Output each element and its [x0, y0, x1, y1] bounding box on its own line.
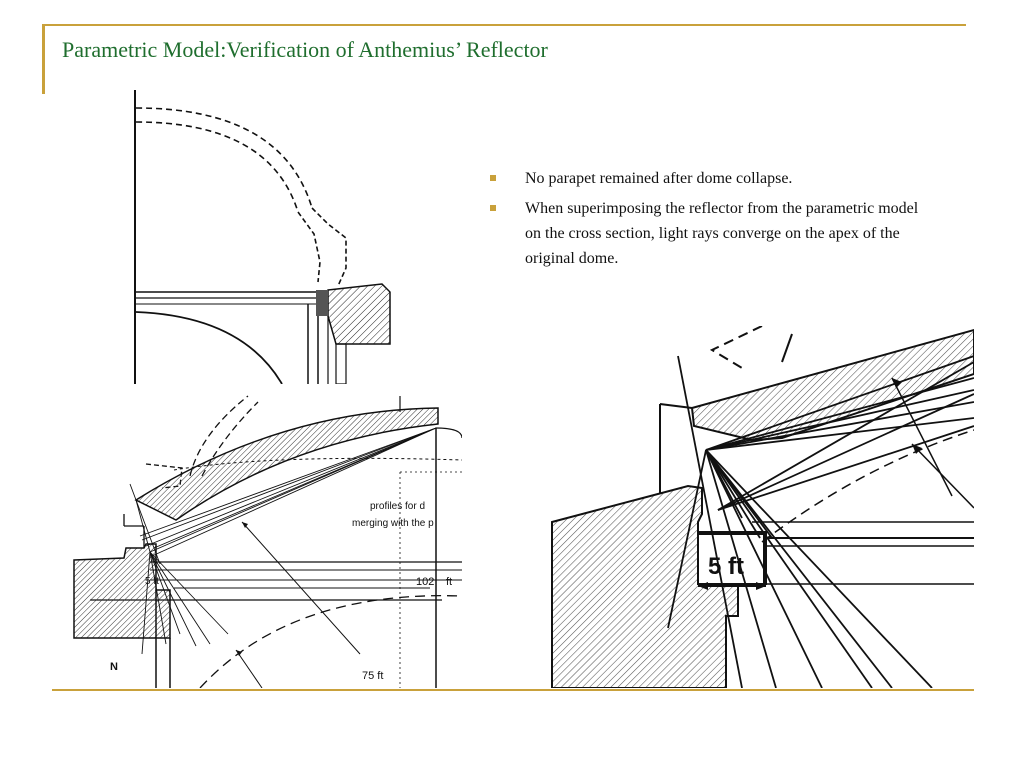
frame-top-rule — [44, 24, 966, 26]
bullet-item: No parapet remained after dome collapse. — [488, 166, 928, 191]
dim-102-unit-label: ft — [446, 576, 452, 588]
dome-cross-section-image — [132, 90, 402, 384]
reflector-detail-drawing: profiles for d merging with the p 5 ft 1… — [70, 394, 462, 688]
north-marker-label: N — [110, 661, 118, 673]
dim-102-label: 102 — [416, 576, 434, 588]
frame-bottom-rule — [52, 689, 974, 691]
frame-left-rule — [42, 24, 45, 94]
bullet-item: When superimposing the reflector from th… — [488, 196, 928, 271]
reflector-enlarged-detail: 5 ft — [512, 326, 974, 688]
dim-75ft-label: 75 ft — [362, 670, 383, 682]
profiles-label-line1: profiles for d — [370, 501, 425, 512]
profiles-label-line2: merging with the p — [352, 518, 434, 529]
slide-title: Parametric Model:Verification of Anthemi… — [62, 37, 548, 62]
bullet-list: No parapet remained after dome collapse.… — [488, 166, 928, 276]
dim-5ft-label-large: 5 ft — [708, 553, 744, 580]
dim-5ft-label: 5 ft — [145, 576, 159, 587]
